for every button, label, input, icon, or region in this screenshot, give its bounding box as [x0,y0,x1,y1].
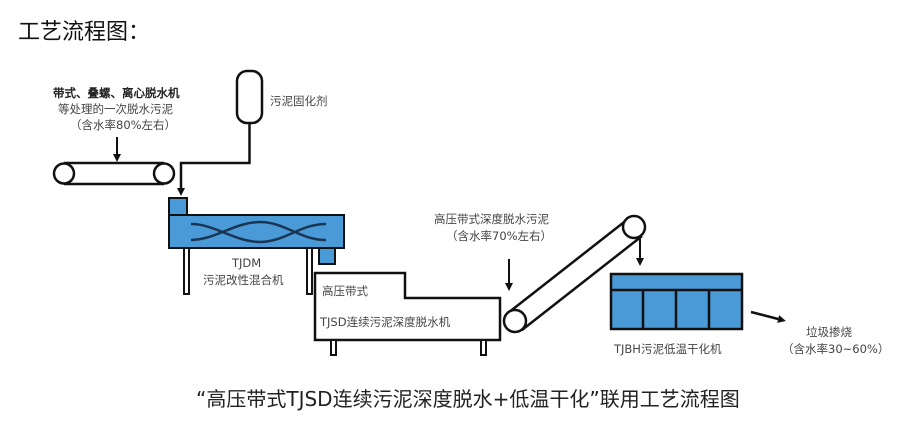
output-label: 垃圾掺烧 [806,325,852,339]
solidifier-label: 污泥固化剂 [270,94,328,108]
diagram-caption: “高压带式TJSD连续污泥深度脱水+低温干化”联用工艺流程图 [196,387,740,411]
inclined-belt-conveyor [502,214,647,334]
output-arrow [750,310,786,323]
dryer-name-label: TJBH污泥低温干化机 [614,342,722,356]
feed-belt-conveyor [52,161,176,186]
input-sludge-source-label: 带式、叠螺、离心脱水机 [53,86,180,100]
solidifier-tank [177,69,264,196]
output-moisture-label: （含水率30~60%） [782,342,890,356]
mixer-machine [168,197,345,295]
dewatering-type-label: 高压带式 [322,284,368,298]
dewatered-moisture-label: （含水率70%左右） [446,229,553,243]
page-title: 工艺流程图： [18,20,151,45]
dryer-machine [609,272,744,331]
dewatering-machine [313,271,502,356]
dewatered-sludge-label: 高压带式深度脱水污泥 [434,212,549,226]
input-sludge-moisture-label: （含水率80%左右） [70,118,177,132]
input-sludge-desc-label: 等处理的一次脱水污泥 [58,102,173,116]
dewatering-name-label: TJSD连续污泥深度脱水机 [320,315,451,329]
mixer-name-label: 污泥改性混合机 [203,273,284,287]
mixer-model-label: TJDM [232,256,262,270]
